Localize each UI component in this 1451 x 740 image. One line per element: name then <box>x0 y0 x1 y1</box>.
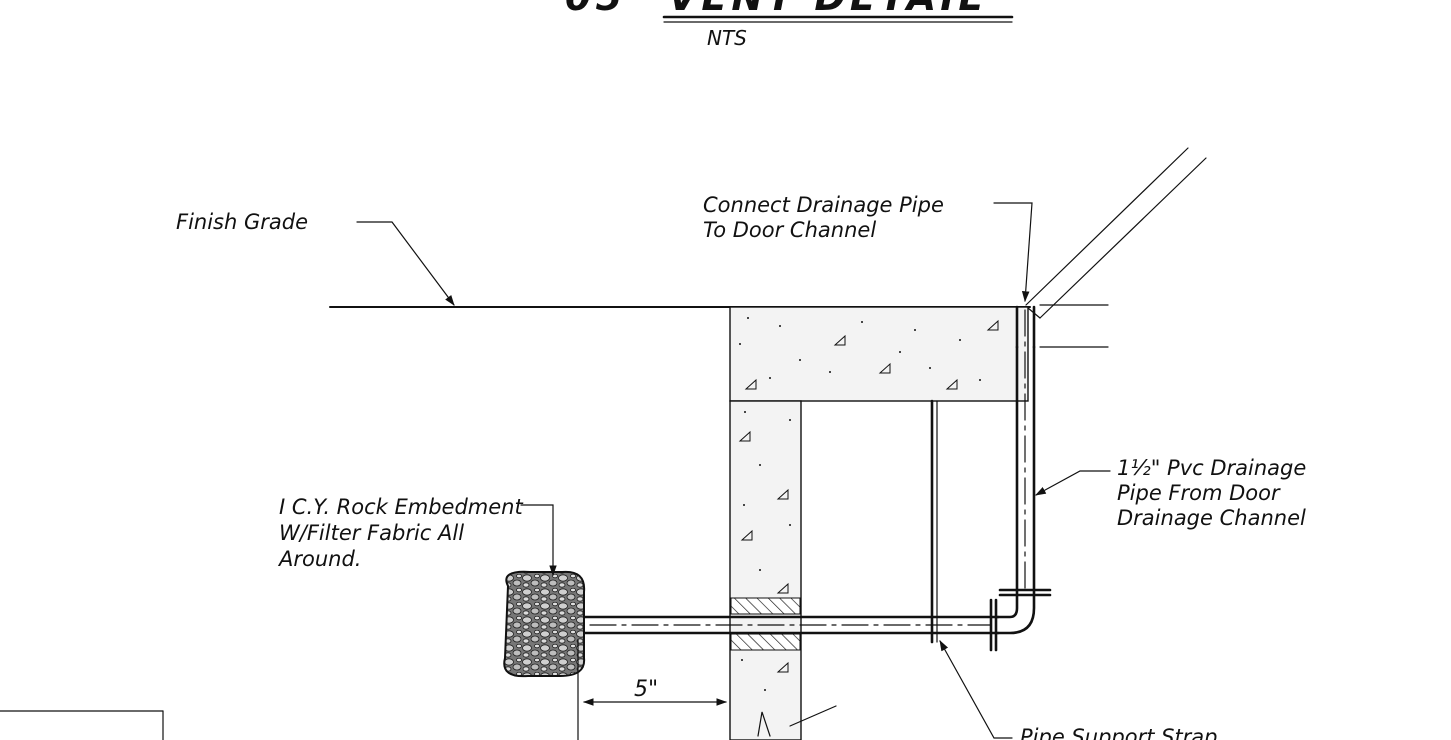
pvc-pipe-label-line3: Drainage Channel <box>1117 506 1306 530</box>
detail-scale: NTS <box>707 26 747 50</box>
detail-name: VENT DETAIL <box>668 0 987 19</box>
pipe-support-strap <box>930 399 938 644</box>
rock-embedment <box>503 570 586 678</box>
adjacent-detail-frame <box>0 710 164 740</box>
finish-grade-label: Finish Grade <box>176 210 308 234</box>
vertical-drain-pipe <box>996 305 1052 635</box>
pvc-pipe-leader <box>1035 470 1111 496</box>
detail-number: 05 <box>565 0 626 19</box>
concrete-slab <box>729 306 1029 402</box>
support-strap-leader <box>939 640 1013 739</box>
door-frame-lines <box>1025 147 1207 348</box>
pvc-pipe-label-line1: 1½" Pvc Drainage <box>1117 456 1306 480</box>
rock-embedment-label-line3: Around. <box>277 547 361 571</box>
rock-embedment-label-line1: I C.Y. Rock Embedment <box>279 495 523 519</box>
connect-pipe-label-line2: To Door Channel <box>703 218 876 242</box>
rock-embedment-leader <box>520 504 557 577</box>
pvc-pipe-label-line2: Pipe From Door <box>1117 481 1281 505</box>
concrete-wall <box>729 400 802 740</box>
detail-title: 05 VENT DETAIL NTS <box>565 0 1014 50</box>
connect-pipe-leader <box>993 202 1033 303</box>
offset-dimension-label: 5" <box>634 677 658 702</box>
offset-dimension: 5" <box>577 639 837 740</box>
rock-embedment-label-line2: W/Filter Fabric All <box>279 521 464 545</box>
connect-pipe-label-line1: Connect Drainage Pipe <box>703 193 944 217</box>
horizontal-drain-pipe <box>576 598 1000 652</box>
support-strap-label: Pipe Support Strap <box>1020 725 1218 740</box>
finish-grade-leader <box>356 221 455 306</box>
